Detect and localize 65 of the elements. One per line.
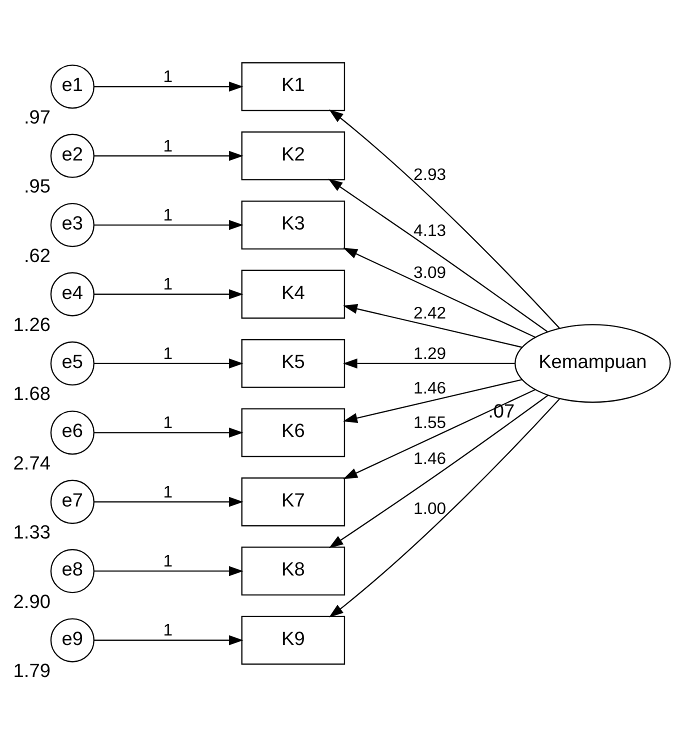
node-box: K5: [241, 338, 346, 388]
node-circle: e5: [50, 340, 95, 386]
arrow: [94, 150, 244, 160]
node-circle: e6: [50, 410, 95, 454]
edge-label: 1: [163, 551, 173, 570]
arrow: [94, 566, 244, 576]
arrow: [343, 247, 536, 338]
arrow: [343, 388, 536, 479]
node-box: K2: [241, 130, 346, 180]
edge-label: 1: [163, 136, 173, 155]
edge-label: 1: [163, 412, 173, 432]
node-label: 1.68: [13, 384, 50, 405]
edge-label: 1: [163, 66, 173, 86]
node-box: K9: [241, 615, 346, 664]
arrow: [328, 398, 560, 617]
edge-label: 4.13: [414, 220, 446, 240]
edge-label: 1.55: [414, 412, 446, 432]
edge-label: 1: [163, 482, 173, 501]
edge-label: 1: [163, 620, 173, 640]
arrow: [94, 427, 244, 438]
node-circle: e7: [50, 479, 95, 524]
node-circle: e9: [50, 618, 95, 662]
node-box: K1: [241, 62, 346, 111]
arrow: [343, 378, 522, 422]
node-label: 2.74: [13, 452, 50, 474]
arrow: [94, 358, 244, 368]
arrow: [342, 358, 515, 368]
edge-label: 1.46: [414, 378, 446, 398]
node-circle: e1: [50, 64, 95, 108]
arrow: [94, 220, 244, 230]
node-label: .07: [488, 401, 515, 422]
arrow: [94, 496, 244, 506]
node-label: 1.33: [13, 522, 50, 544]
node-circle: e4: [50, 272, 95, 316]
arrow: [328, 394, 548, 548]
edge-label: 1.29: [414, 343, 446, 362]
node-box: K3: [241, 200, 346, 249]
node-label: .97: [24, 106, 51, 128]
edge-label: 1: [163, 274, 173, 294]
edge-label: 1.46: [414, 448, 446, 468]
edge-label: 2.42: [414, 302, 446, 322]
node-box: K6: [241, 408, 346, 457]
arrow: [328, 178, 548, 332]
node-label: .62: [24, 245, 51, 266]
node-box: K7: [241, 476, 346, 526]
node-circle: e3: [50, 202, 95, 247]
node-ellipse: Kemampuan: [514, 324, 671, 402]
edge-label: 2.93: [414, 164, 446, 184]
edge-label: 1.00: [414, 498, 446, 518]
edge-label: 1: [163, 205, 173, 224]
node-label: 2.90: [13, 591, 50, 612]
arrow: [329, 108, 560, 328]
node-circle: e2: [50, 133, 95, 178]
edge-label: 1: [163, 343, 173, 362]
node-circle: e8: [50, 548, 95, 593]
node-label: 1.79: [13, 660, 50, 682]
node-label: 1.26: [13, 314, 50, 336]
edge-label: 3.09: [414, 262, 446, 282]
node-box: K8: [241, 546, 346, 596]
arrow: [94, 288, 244, 299]
node-box: K4: [241, 269, 346, 318]
arrow: [94, 81, 244, 92]
arrow: [94, 634, 244, 645]
arrow: [343, 303, 522, 348]
node-label: .95: [24, 176, 51, 198]
